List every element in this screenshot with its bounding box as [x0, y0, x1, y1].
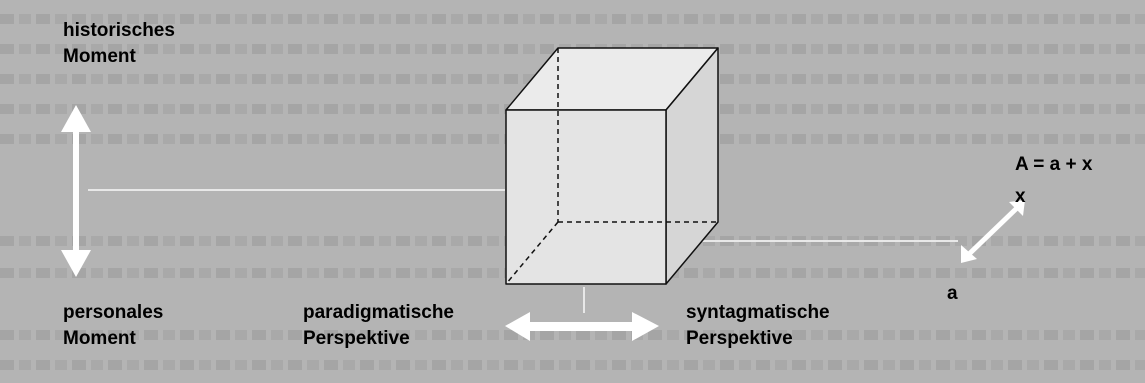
label-line: Perspektive — [303, 328, 410, 349]
label-line: Moment — [63, 328, 136, 349]
cube-hidden-edges — [505, 48, 718, 285]
label-line: historisches — [63, 20, 175, 41]
horizontal-double-arrow — [505, 312, 659, 341]
cube-front-face — [505, 109, 667, 285]
label-line: syntagmatische — [686, 302, 830, 323]
label-line: Perspektive — [686, 328, 793, 349]
axis-x-label: x — [1015, 186, 1026, 207]
vertical-double-arrow — [61, 105, 91, 277]
label-line: personales — [63, 302, 164, 323]
cube — [505, 47, 719, 285]
formula-label: A = a + x — [1015, 154, 1093, 175]
label-line: Moment — [63, 46, 136, 67]
label-line: paradigmatische — [303, 302, 454, 323]
diagonal-double-arrow — [961, 200, 1025, 263]
axis-a-label: a — [947, 283, 958, 304]
